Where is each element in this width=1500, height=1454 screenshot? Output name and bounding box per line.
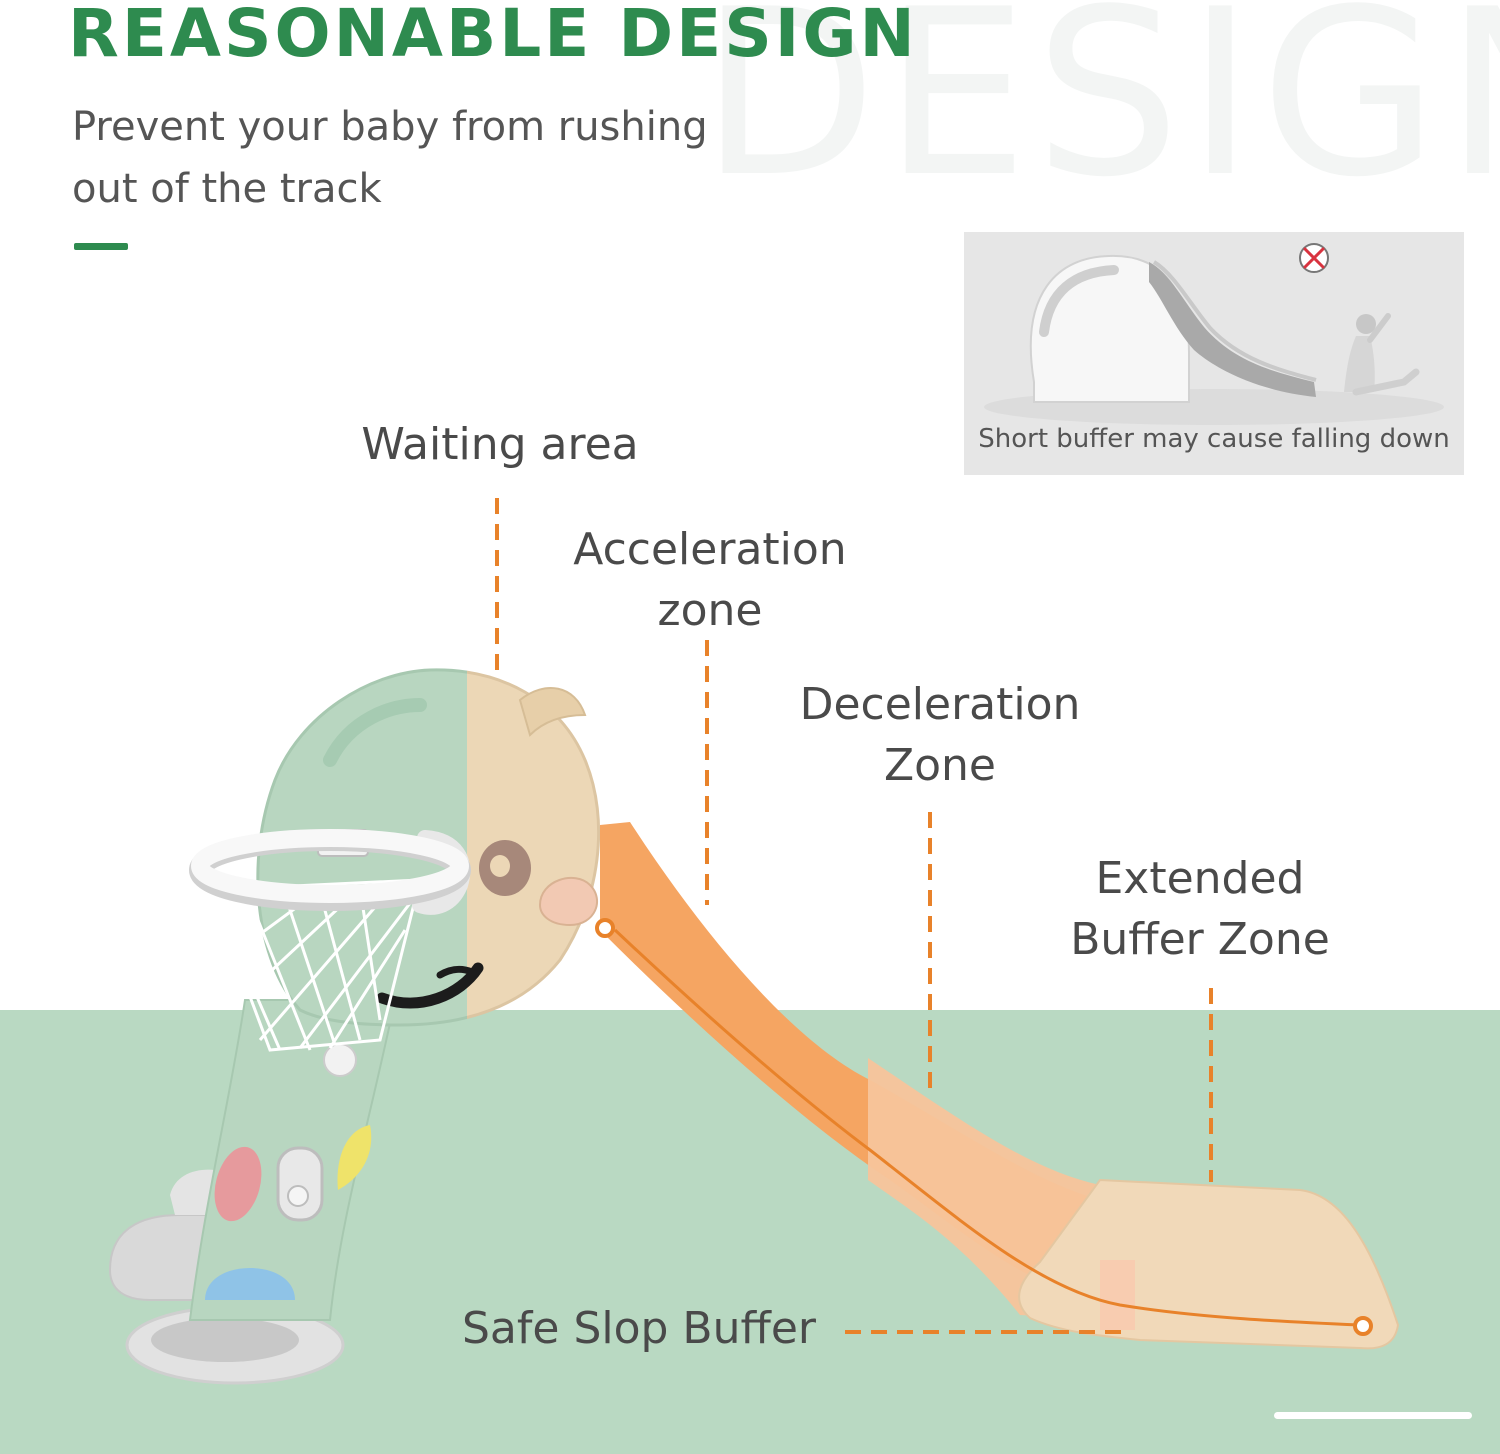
peg bbox=[323, 1043, 357, 1077]
red-x-icon bbox=[1299, 243, 1329, 273]
rainbow-step-yellow bbox=[337, 1125, 372, 1190]
label-acceleration-zone: Acceleration zone bbox=[555, 519, 865, 641]
page-subtitle: Prevent your baby from rushing out of th… bbox=[72, 96, 732, 220]
bear-smile bbox=[376, 962, 484, 1009]
label-extended-line-1: Extended bbox=[1095, 853, 1305, 904]
slide-joint bbox=[1100, 1260, 1135, 1330]
label-deceleration-line-2: Zone bbox=[883, 740, 997, 791]
bear-ear bbox=[518, 687, 587, 737]
inset-caption: Short buffer may cause falling down bbox=[978, 424, 1450, 454]
page-title: REASONABLE DESIGN bbox=[68, 0, 918, 72]
label-acceleration-line-2: zone bbox=[657, 585, 763, 636]
accent-divider bbox=[74, 243, 128, 250]
slide-end-marker bbox=[1353, 1316, 1373, 1336]
base-ring-inner bbox=[151, 1318, 299, 1362]
slide-start-marker bbox=[595, 918, 615, 938]
label-deceleration-line-1: Deceleration bbox=[799, 679, 1081, 730]
slide-deceleration-section bbox=[868, 1058, 1100, 1320]
hoop-net bbox=[213, 883, 422, 1051]
hoop-rim bbox=[191, 829, 469, 903]
head-beige-half bbox=[467, 670, 601, 1019]
bear-cheek-mark bbox=[436, 965, 476, 979]
subtitle-line-2: out of the track bbox=[72, 166, 382, 212]
label-waiting-area: Waiting area bbox=[361, 419, 639, 470]
carousel-indicator bbox=[1274, 1412, 1472, 1419]
bear-nose bbox=[538, 876, 599, 927]
label-deceleration-zone: Deceleration Zone bbox=[785, 674, 1095, 796]
subtitle-line-1: Prevent your baby from rushing bbox=[72, 104, 708, 150]
ball-slot bbox=[276, 1146, 324, 1222]
base-foot bbox=[170, 1169, 215, 1215]
slide-center-line bbox=[613, 928, 1361, 1327]
label-acceleration-line-1: Acceleration bbox=[573, 524, 847, 575]
short-slide-illustration bbox=[984, 243, 1444, 425]
label-extended-line-2: Buffer Zone bbox=[1070, 914, 1330, 965]
rainbow-step-blue bbox=[205, 1268, 295, 1300]
ball bbox=[287, 1185, 309, 1207]
label-safe-slope-buffer: Safe Slop Buffer bbox=[462, 1303, 816, 1354]
label-extended-buffer-zone: Extended Buffer Zone bbox=[1050, 848, 1350, 970]
hoop-net-outline bbox=[207, 878, 422, 1052]
rainbow-step-pink bbox=[214, 1146, 262, 1222]
bear-eye-highlight bbox=[490, 855, 510, 877]
leader-lines bbox=[495, 498, 1213, 1334]
watermark-text: DESIGN bbox=[700, 0, 1500, 228]
comparison-inset: Short buffer may cause falling down bbox=[964, 232, 1464, 475]
